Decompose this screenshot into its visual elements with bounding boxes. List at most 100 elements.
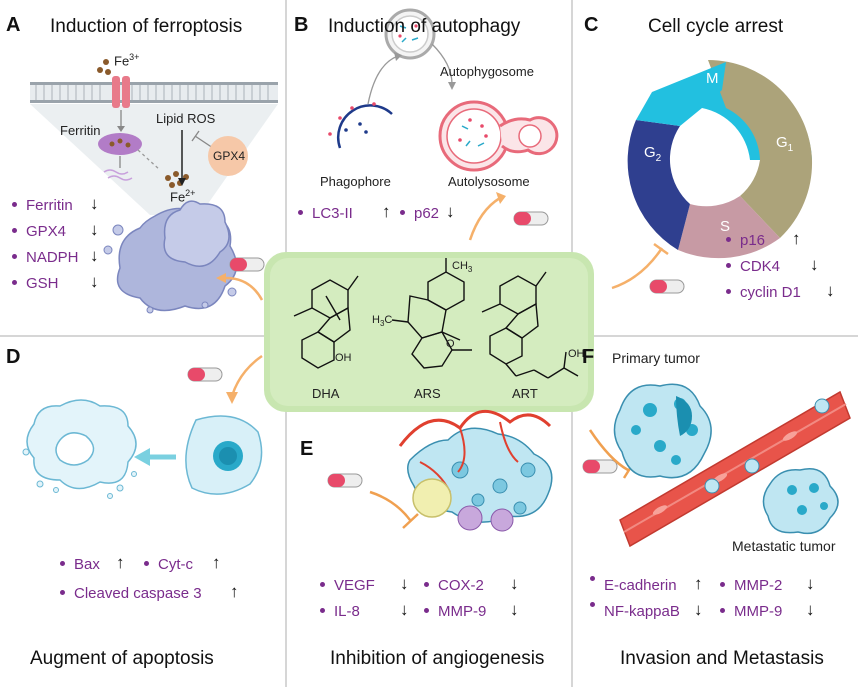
marker-c-cdk4: CDK4 [726,258,780,275]
marker-f-mmp9: MMP-9 [720,603,782,620]
transferrin-receptor-icon [112,76,130,108]
marker-a-ferritin-dir: ↓ [90,194,99,213]
phase-m-segment-fill [636,62,726,126]
ferroptotic-cell-graphic [103,200,238,314]
zoom-cone [30,104,278,215]
marker-b-p62: p62 [400,205,439,222]
panel-title-a: Induction of ferroptosis [50,16,243,37]
marker-c-p16: p16 [726,232,765,249]
panel-letter-e: E [300,438,314,460]
marker-b-lc3-dir: ↑ [382,202,391,221]
marker-b-p62-dir: ↓ [446,202,455,221]
phase-g2-segment [627,120,690,250]
tumor-angiogenesis-graphic [398,409,553,532]
compound-art: ART [512,386,538,401]
marker-e-il8-dir: ↓ [400,600,409,619]
iron-dots-graphic [97,59,189,188]
phagophore-label: Phagophore [320,174,391,189]
drug-pill-icon-f [582,459,618,474]
ferritin-icon [98,133,142,155]
fe2-label: Fe2+ [170,188,196,205]
dha-oh-label: OH [335,352,352,364]
panel-title-e: Inhibition of angiogenesis [330,648,545,669]
metastatic-tumor-label: Metastatic tumor [732,538,836,554]
marker-b-lc3: LC3-II [298,205,353,222]
cell-cycle-ring-graphic [627,59,813,259]
fe3-label: Fe3+ [114,52,140,69]
marker-a-nadph-dir: ↓ [90,246,99,265]
arrow-to-autophagy [468,196,501,241]
drug-pill-icon-e [327,473,363,488]
marker-f-ecadherin-dir: ↑ [694,574,703,593]
marker-f-mmp2-dir: ↓ [806,574,815,593]
marker-d-bax-dir: ↑ [116,553,125,572]
marker-c-cdk4-dir: ↓ [810,255,819,274]
panel-letter-c: C [584,14,599,36]
panel-title-f: Invasion and Metastasis [620,648,824,669]
ars-o-label: O [446,338,455,350]
inhibit-metastasis [588,429,629,472]
marker-d-cytc: Cyt-c [144,556,193,573]
marker-d-caspase: Cleaved caspase 3 [60,585,202,602]
panel-letter-f: F [582,346,595,368]
panel-title-c: Cell cycle arrest [648,16,784,37]
primary-tumor-graphic [613,383,712,479]
ars-structure [391,258,472,369]
marker-f-mmp9-dir: ↓ [806,600,815,619]
marker-c-p16-dir: ↑ [792,229,801,248]
marker-e-il8: IL-8 [320,603,360,620]
phase-g1-segment [708,59,813,238]
inhibit-angiogenesis [369,490,411,521]
macrophage-icon [457,505,483,531]
panel-letter-a: A [6,14,21,36]
marker-f-nfkb: NF-kappaB [590,601,680,620]
marker-a-gpx4-dir: ↓ [90,220,99,239]
marker-f-ecadherin: E-cadherin [590,575,677,594]
apoptotic-cell-graphic [22,399,137,499]
lipid-ros-label: Lipid ROS [156,111,216,126]
marker-e-mmp9-dir: ↓ [510,600,519,619]
panel-letter-b: B [294,14,309,36]
art-structure [481,271,579,379]
marker-c-cyclin: cyclin D1 [726,284,801,301]
panel-title-d: Augment of apoptosis [30,648,214,669]
arrow-to-cell-cycle [611,247,664,290]
marker-f-mmp2: MMP-2 [720,577,782,594]
phase-g2-label: G2 [644,144,662,164]
drug-pill-icon-a [229,257,265,272]
marker-a-ferritin: Ferritin [12,197,73,214]
marker-d-bax: Bax [60,556,100,573]
phase-s-segment [678,196,780,259]
marker-e-vegf-dir: ↓ [400,574,409,593]
gpx4-icon-label: GPX4 [213,149,246,163]
arrow-to-ferroptosis [225,276,264,301]
marker-a-nadph: NADPH [12,249,79,266]
autophagosome-label: Autophygosome [440,64,534,79]
ars-h3c-label: H3C [372,314,393,329]
healthy-cell-graphic [185,415,263,495]
metastatic-tumor-graphic [762,468,839,535]
cell-membrane-graphic [30,82,278,103]
immune-cell-icon [412,478,452,518]
phase-m-label: M [706,70,719,87]
panel-letter-d: D [6,346,21,368]
ars-ch3-label: CH3 [452,260,473,275]
marker-a-gsh: GSH [12,275,59,292]
panel-title-b: Induction of autophagy [328,16,521,37]
phase-s-label: S [720,218,731,235]
marker-e-cox2-dir: ↓ [510,574,519,593]
drug-pill-icon-c [649,279,685,294]
compound-ars: ARS [414,386,441,401]
marker-e-mmp9: MMP-9 [424,603,486,620]
marker-c-cyclin-dir: ↓ [826,281,835,300]
gpx4-icon [208,136,248,176]
autolysosome-graphic [438,100,559,172]
marker-e-vegf: VEGF [320,577,375,594]
drug-pill-icon-b [513,211,549,226]
blood-vessel-graphic [619,390,851,548]
marker-d-cytc-dir: ↑ [212,553,221,572]
marker-d-caspase-dir: ↑ [230,582,239,601]
marker-a-gpx4: GPX4 [12,223,66,240]
phagophore-graphic [337,104,393,149]
